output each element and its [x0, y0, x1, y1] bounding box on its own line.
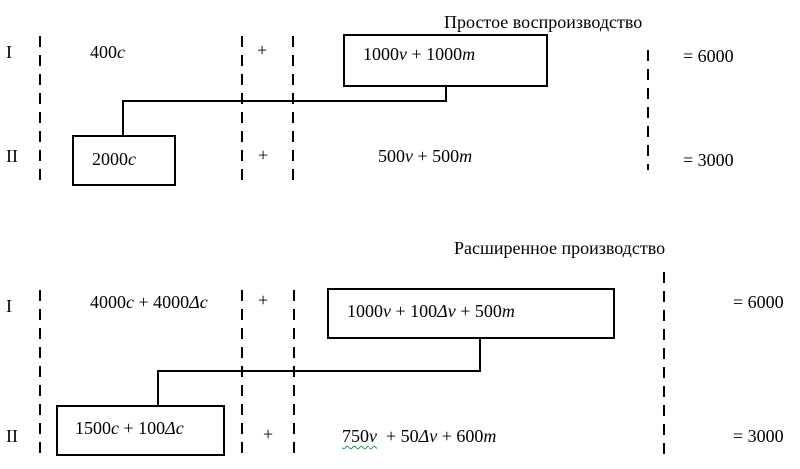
num: 600	[456, 426, 484, 446]
num: 100	[138, 418, 166, 438]
num: 4000	[153, 292, 190, 312]
sym: v	[405, 146, 413, 166]
extended-title: Расширенное производство	[454, 238, 666, 258]
simple-row1-plus: +	[257, 40, 268, 60]
op: +	[391, 301, 411, 321]
num: 100	[410, 301, 438, 321]
op: +	[119, 418, 139, 438]
extended-row2-plus: +	[263, 424, 274, 444]
sym: m	[483, 426, 497, 446]
simple-row1-roman: I	[6, 42, 12, 62]
sym: c	[117, 42, 125, 62]
sym: Δv	[418, 426, 438, 446]
extended-row1-box: 1000v + 100Δv + 500m	[327, 288, 615, 339]
num: 500	[378, 146, 405, 166]
sym: c	[111, 418, 119, 438]
num: 50	[400, 426, 419, 446]
extended-row1-roman: I	[6, 296, 12, 316]
extended-row1-plus: +	[258, 290, 269, 310]
extended-row2-roman: II	[6, 426, 18, 446]
simple-row2-box-text: 2000c	[92, 149, 136, 169]
op: +	[134, 292, 154, 312]
simple-row2-total: = 3000	[683, 150, 734, 170]
extended-row2-expr: 750v + 50Δv + 600m	[342, 426, 496, 446]
extended-row2-box: 1500c + 100Δc	[56, 405, 225, 456]
sym: Δv	[437, 301, 456, 321]
op: +	[413, 146, 433, 166]
connector-line	[122, 86, 447, 135]
connector-line	[157, 339, 481, 405]
num: 2000	[92, 149, 128, 169]
simple-row2-plus: +	[258, 145, 269, 165]
simple-row1-c-term: 400c	[90, 42, 125, 62]
simple-row1-box-text: 1000v + 1000m	[363, 44, 475, 64]
sym: Δc	[189, 292, 208, 312]
simple-row2-expr: 500v + 500m	[378, 146, 472, 166]
op: +	[455, 301, 475, 321]
num: 500	[432, 146, 460, 166]
num: 400	[90, 42, 117, 62]
spellcheck-underlined-term: 750v	[342, 426, 377, 446]
num: 1000	[347, 301, 383, 321]
sym: m	[459, 146, 473, 166]
sym: v	[383, 301, 391, 321]
simple-row1-total: = 6000	[683, 46, 734, 66]
sym: v	[369, 426, 377, 446]
sym: m	[501, 301, 515, 321]
sym: Δc	[165, 418, 184, 438]
extended-row1-total: = 6000	[733, 292, 784, 312]
num: 1000	[363, 44, 399, 64]
op: +	[377, 426, 401, 446]
simple-row2-roman: II	[6, 146, 18, 166]
sym: v	[399, 44, 407, 64]
num: 1000	[426, 44, 463, 64]
op: +	[437, 426, 457, 446]
extended-row1-c-expr: 4000c + 4000Δc	[90, 292, 208, 312]
num: 750	[342, 426, 369, 446]
simple-row2-box: 2000c	[72, 135, 176, 186]
sym: m	[462, 44, 476, 64]
extended-row2-box-text: 1500c + 100Δc	[75, 418, 184, 438]
num: 4000	[90, 292, 126, 312]
sym: c	[128, 149, 136, 169]
num: 500	[474, 301, 502, 321]
extended-row2-total: = 3000	[733, 426, 784, 446]
extended-row1-box-text: 1000v + 100Δv + 500m	[347, 301, 515, 321]
simple-row1-box: 1000v + 1000m	[343, 34, 548, 87]
num: 1500	[75, 418, 111, 438]
sym: c	[126, 292, 134, 312]
op: +	[407, 44, 427, 64]
simple-title: Простое воспроизводство	[444, 12, 643, 32]
